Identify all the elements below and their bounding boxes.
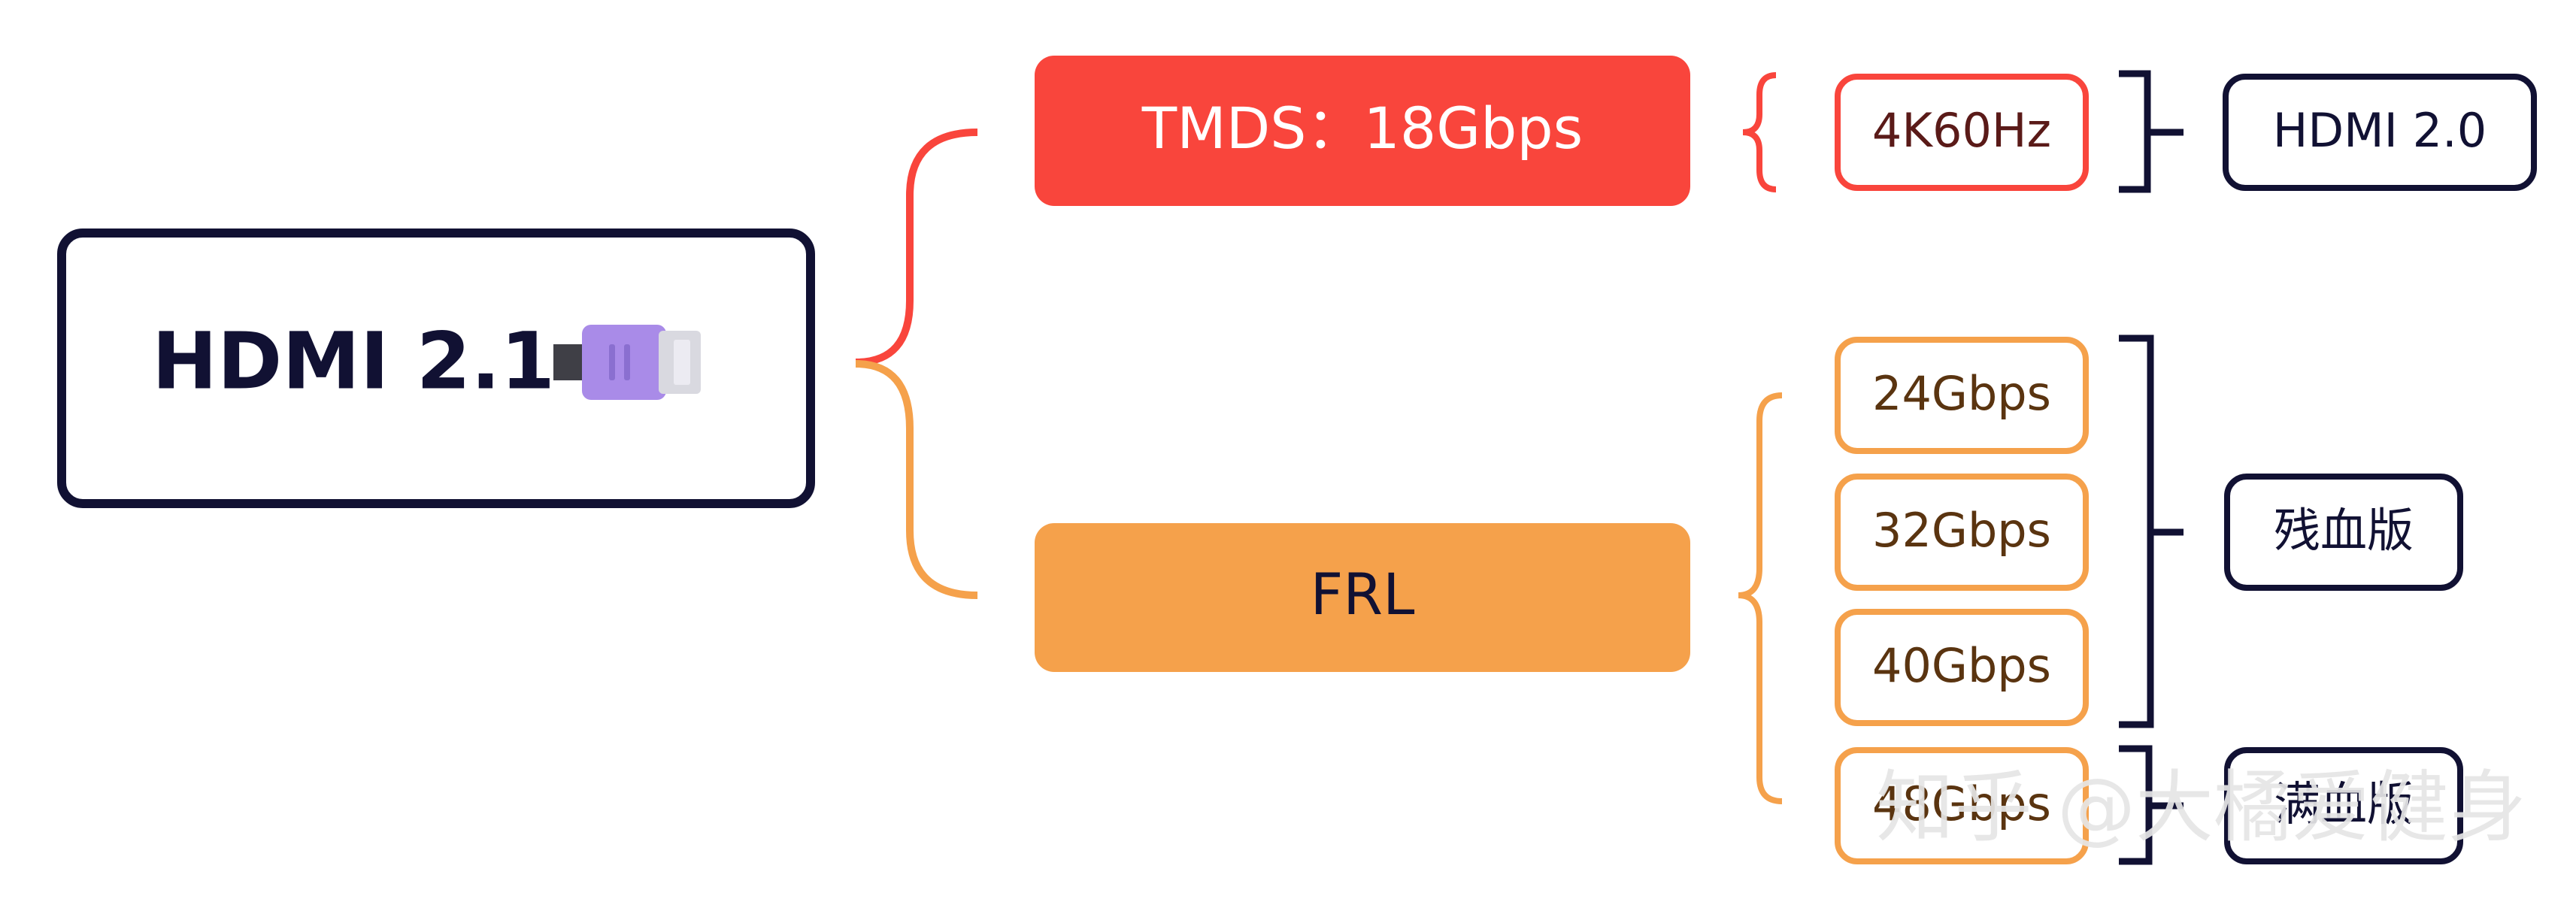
- frl-rate-label: 40Gbps: [1872, 638, 2051, 693]
- root-to-tmds-connector: [855, 129, 978, 366]
- full-label: 满血版: [2274, 776, 2414, 831]
- frl-rate-label: 48Gbps: [1872, 776, 2051, 831]
- tmds-mode-4k60hz: 4K60Hz: [1835, 74, 2089, 191]
- root-node: HDMI 2.1: [57, 229, 815, 508]
- root-to-frl-connector: [855, 360, 978, 599]
- frl-node: FRL: [1035, 523, 1690, 672]
- frl-rate-40gbps: 40Gbps: [1835, 609, 2089, 726]
- frl-rate-24gbps: 24Gbps: [1835, 337, 2089, 454]
- frl-brace: [1738, 392, 1783, 804]
- hdmi20-label: HDMI 2.0: [2273, 103, 2487, 158]
- hdmi20-group: HDMI 2.0: [2223, 74, 2537, 191]
- partial-group: 残血版: [2224, 474, 2463, 591]
- watermark: 知乎 @大橘爱健身: [1876, 761, 2526, 853]
- tmds-node: TMDS：18Gbps: [1035, 56, 1690, 206]
- partial-bracket: [2119, 334, 2184, 728]
- tmds-mode-label: 4K60Hz: [1872, 103, 2051, 158]
- frl-rate-label: 32Gbps: [1872, 503, 2051, 558]
- partial-label: 残血版: [2274, 503, 2414, 558]
- full-group: 满血版: [2224, 747, 2463, 864]
- tmds-label: TMDS：18Gbps: [1141, 95, 1583, 162]
- frl-rate-label: 24Gbps: [1872, 366, 2051, 421]
- hdmi20-bracket: [2119, 70, 2184, 193]
- frl-label: FRL: [1311, 561, 1415, 628]
- full-bracket: [2119, 745, 2184, 865]
- frl-rate-32gbps: 32Gbps: [1835, 474, 2089, 591]
- tmds-brace: [1742, 72, 1777, 192]
- root-label: HDMI 2.1: [152, 315, 555, 407]
- hdmi-connector-icon: [553, 325, 701, 400]
- frl-rate-48gbps: 48Gbps: [1835, 747, 2089, 864]
